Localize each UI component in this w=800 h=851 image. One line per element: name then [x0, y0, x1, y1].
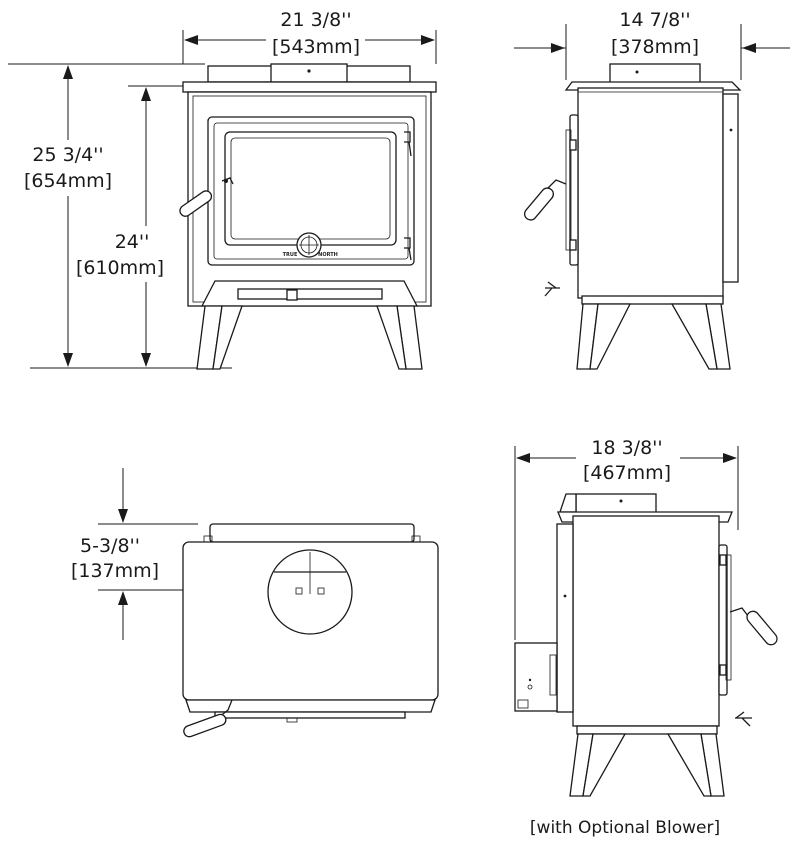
top-stove [182, 523, 439, 738]
blower-depth-dimension: 18 3/8'' [467mm] [514, 437, 739, 640]
blower-side-door-handle [729, 607, 778, 646]
front-body-height-imperial: 24'' [115, 231, 150, 253]
side-stove [523, 63, 742, 370]
blower-depth-imperial: 18 3/8'' [591, 437, 662, 459]
front-width-dimension: 21 3/8'' [543mm] [182, 9, 437, 64]
front-total-height-dimension: 25 3/4'' [654mm] [8, 63, 232, 369]
front-body-height-dimension: 24'' [610mm] [76, 85, 192, 367]
blower-depth-metric: [467mm] [583, 462, 671, 484]
side-width-dimension: 14 7/8'' [378mm] [514, 9, 790, 80]
blower-side-stove [514, 493, 778, 797]
front-logo-left-text: TRUE [283, 252, 298, 258]
flue-offset-imperial: 5-3/8'' [80, 535, 140, 557]
front-total-height-imperial: 25 3/4'' [32, 144, 103, 166]
front-door-handle [179, 177, 234, 217]
front-width-imperial: 21 3/8'' [280, 9, 351, 31]
side-view: 14 7/8'' [378mm] [514, 9, 790, 370]
top-door-handle [183, 699, 233, 738]
front-width-metric: [543mm] [272, 36, 360, 58]
flue-offset-metric: [137mm] [71, 560, 159, 582]
side-width-imperial: 14 7/8'' [619, 9, 690, 31]
front-total-height-metric: [654mm] [24, 170, 112, 192]
front-view: 21 3/8'' [543mm] 25 3/4'' [654mm] 24'' [… [8, 9, 437, 370]
side-view-with-blower: 18 3/8'' [467mm] [514, 437, 778, 838]
front-body-height-metric: [610mm] [76, 257, 164, 279]
top-view: 5-3/8'' [137mm] [71, 468, 439, 738]
front-stove: TRUE NORTH [179, 63, 437, 370]
front-logo-right-text: NORTH [318, 252, 338, 258]
top-flue-offset-dimension: 5-3/8'' [137mm] [71, 468, 256, 640]
side-door-handle [523, 179, 567, 221]
blower-caption: [with Optional Blower] [530, 818, 720, 838]
optional-blower-box [514, 642, 558, 712]
side-width-metric: [378mm] [611, 36, 699, 58]
